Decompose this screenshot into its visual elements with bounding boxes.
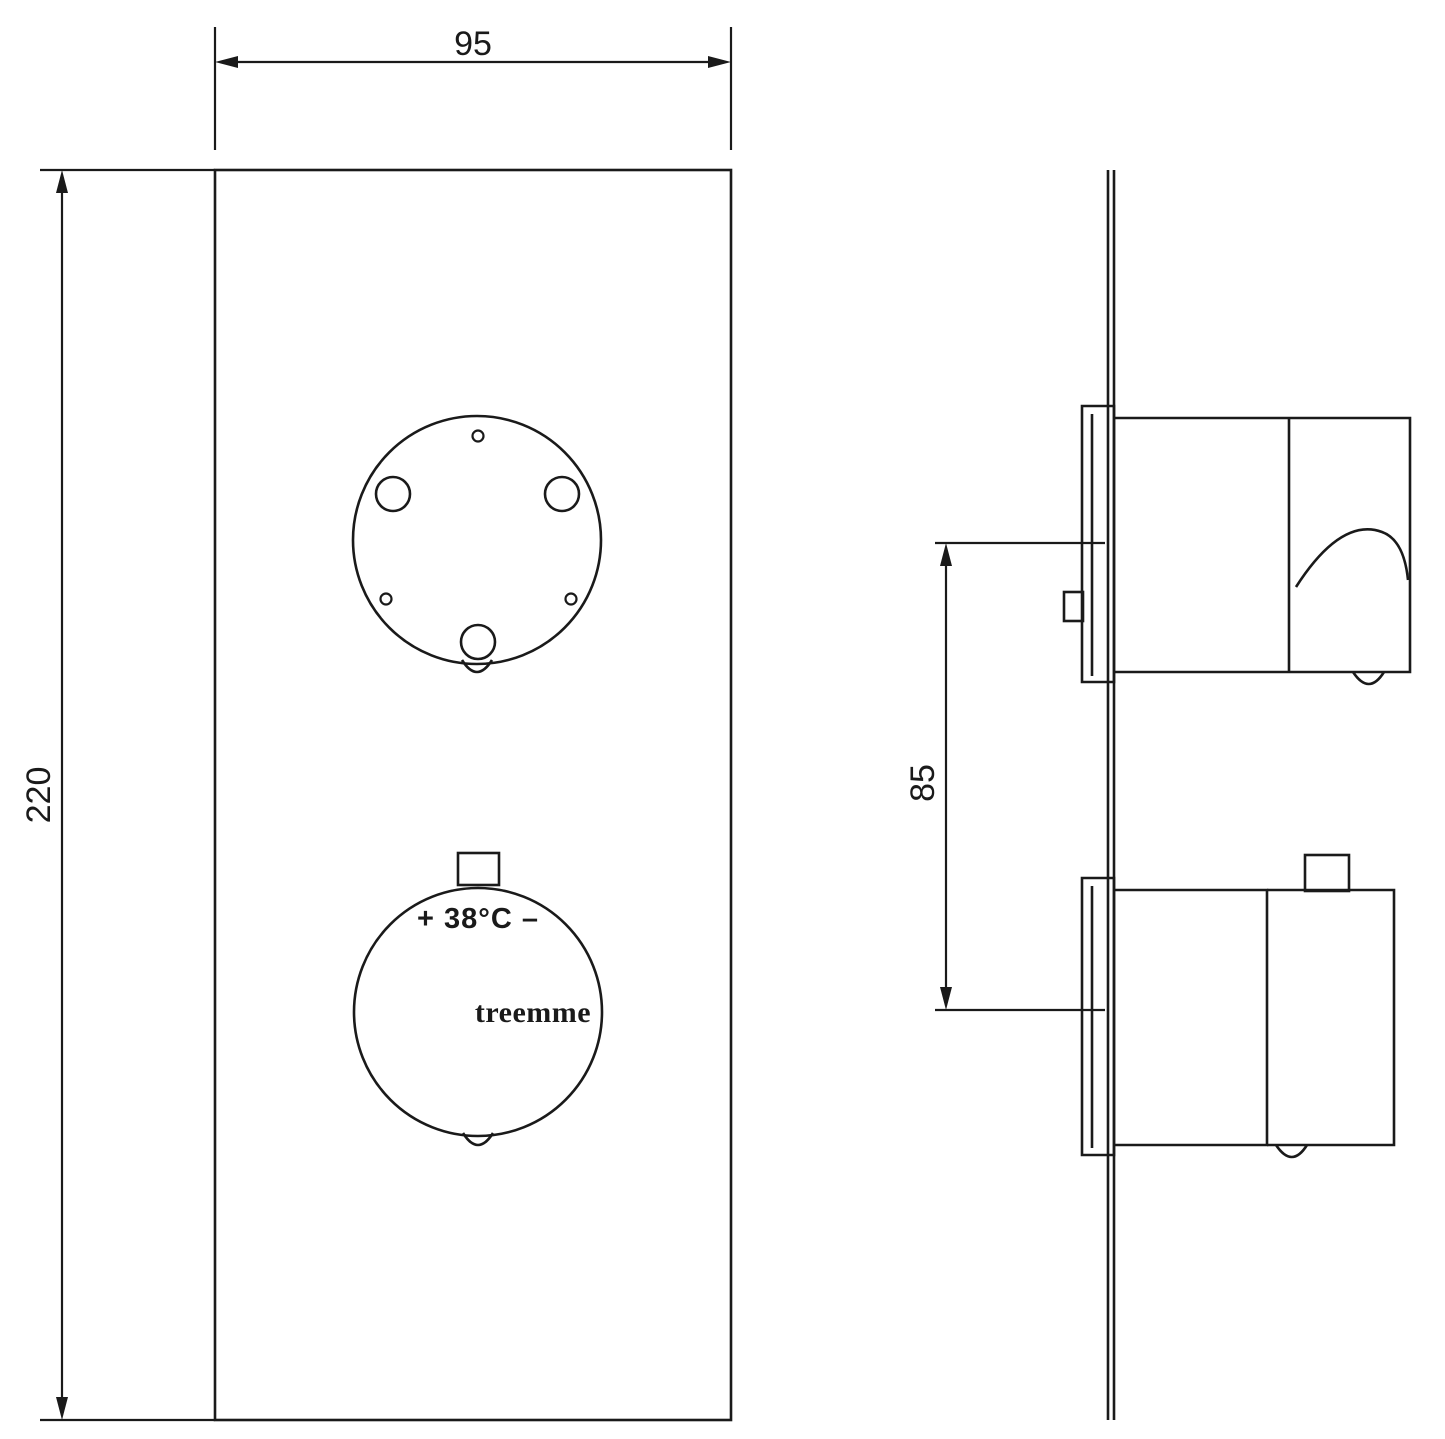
dimension-label-95: 95 (454, 25, 492, 63)
dimension-label-220: 220 (20, 767, 58, 824)
dimension-height-220 (40, 168, 215, 1422)
side-view-upper-body (1062, 404, 1412, 686)
temperature-marking-label: + 38°C – (417, 903, 539, 935)
front-view-plate (213, 168, 733, 1422)
upper-diverter-knob (351, 414, 603, 674)
dimension-label-85: 85 (904, 764, 942, 802)
brand-label: treemme (475, 996, 591, 1029)
side-view-lower-body (1080, 853, 1396, 1159)
lower-thermostatic-knob (352, 851, 604, 1147)
dimension-spacing-85 (935, 541, 1105, 1012)
dimension-width-95 (213, 27, 733, 150)
side-view-plate-edge (1106, 170, 1116, 1420)
